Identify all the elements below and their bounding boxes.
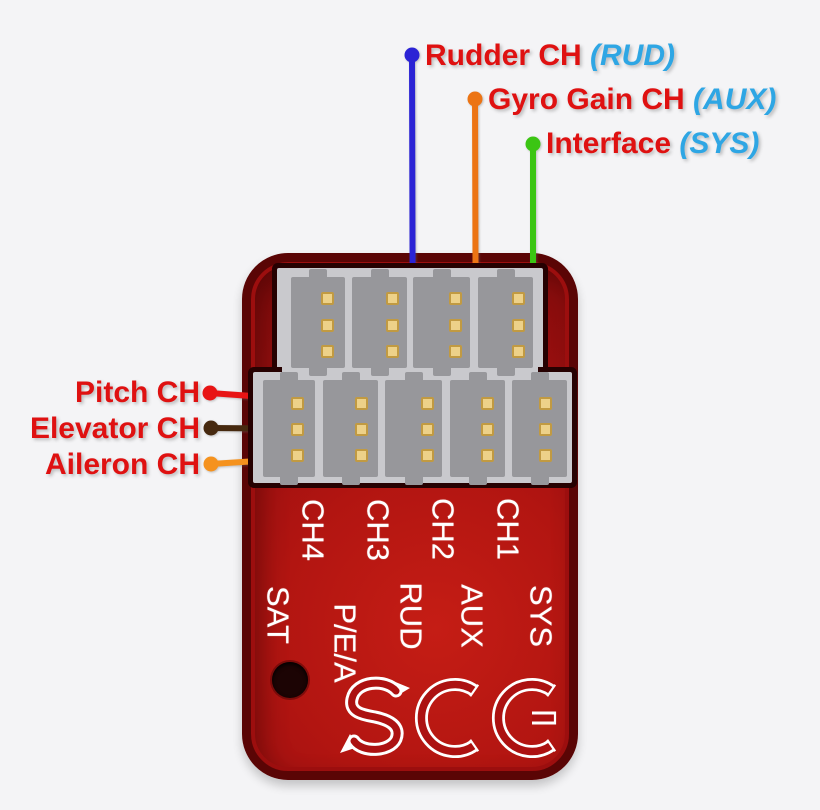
top-slot-2-pin-3 xyxy=(385,344,399,358)
slot-ch4-pin-2 xyxy=(354,422,368,436)
slot-sat-pin-2 xyxy=(290,422,304,436)
label-pitch: Pitch CH xyxy=(74,376,200,409)
wire-elevator-label-dot xyxy=(203,420,219,436)
top-slot-4-pin-2 xyxy=(511,318,525,332)
label-gyro-gain-port-text: (AUX) xyxy=(693,83,777,116)
silk-label-ch3: CH3 xyxy=(360,498,396,562)
slot-ch2-pin-2 xyxy=(480,422,494,436)
top-slot-2 xyxy=(352,269,407,376)
slot-ch2-pin-3 xyxy=(480,448,494,462)
silk-label-sat: SAT xyxy=(260,586,296,644)
slot-ch3-pin-1 xyxy=(420,396,434,410)
label-rudder-port-text: (RUD) xyxy=(590,39,675,72)
sat-mounting-hole xyxy=(272,662,308,698)
label-gyro-gain: Gyro Gain CH (AUX) xyxy=(488,85,776,115)
top-slot-3-pin-1 xyxy=(448,291,462,305)
label-rudder-text: Rudder CH xyxy=(425,39,590,72)
slot-ch3-pin-2 xyxy=(420,422,434,436)
top-slot-1-pin-1 xyxy=(320,291,334,305)
wire-pitch-label-dot xyxy=(202,385,218,401)
wire-aileron-label-dot xyxy=(203,456,219,472)
silk-label-aux: AUX xyxy=(454,584,490,648)
silk-label-ch1: CH1 xyxy=(490,497,526,561)
silk-label-rud: RUD xyxy=(393,582,429,650)
slot-ch4 xyxy=(323,372,378,485)
wire-interface-label-dot xyxy=(525,136,541,152)
silk-label-sys: SYS xyxy=(523,584,559,648)
silk-label-ch2: CH2 xyxy=(425,497,461,561)
wire-gyro-gain-label-dot xyxy=(467,91,483,107)
top-slot-1-pin-3 xyxy=(320,344,334,358)
slot-ch4-pin-1 xyxy=(354,396,368,410)
label-interface: Interface (SYS) xyxy=(546,129,759,159)
slot-ch1-pin-3 xyxy=(538,448,552,462)
label-aileron: Aileron CH xyxy=(44,448,200,481)
silk-label-ch4: CH4 xyxy=(295,498,331,562)
slot-ch4-pin-3 xyxy=(354,448,368,462)
label-rudder: Rudder CH (RUD) xyxy=(425,41,675,71)
label-interface-text: Interface xyxy=(546,127,680,160)
top-slot-2-pin-2 xyxy=(385,318,399,332)
slot-ch1-pin-1 xyxy=(538,396,552,410)
top-slot-3-pin-3 xyxy=(448,344,462,358)
top-slot-4-pin-3 xyxy=(511,344,525,358)
top-slot-1 xyxy=(291,269,345,376)
top-slot-2-pin-1 xyxy=(385,291,399,305)
slot-sat-pin-3 xyxy=(290,448,304,462)
slot-ch3-pin-3 xyxy=(420,448,434,462)
silk-label-p-e-a: P/E/A xyxy=(327,603,363,683)
top-slot-3-pin-2 xyxy=(448,318,462,332)
slot-sat xyxy=(263,372,315,485)
wire-rudder-label-dot xyxy=(404,47,420,63)
top-slot-4 xyxy=(478,269,533,376)
label-elevator: Elevator CH xyxy=(29,412,200,445)
slot-ch1-pin-2 xyxy=(538,422,552,436)
label-interface-port-text: (SYS) xyxy=(679,127,760,160)
top-slot-1-pin-2 xyxy=(320,318,334,332)
slot-ch2 xyxy=(450,372,505,485)
slot-ch2-pin-1 xyxy=(480,396,494,410)
slot-sat-pin-1 xyxy=(290,396,304,410)
top-slot-4-pin-1 xyxy=(511,291,525,305)
label-gyro-gain-text: Gyro Gain CH xyxy=(488,83,694,116)
